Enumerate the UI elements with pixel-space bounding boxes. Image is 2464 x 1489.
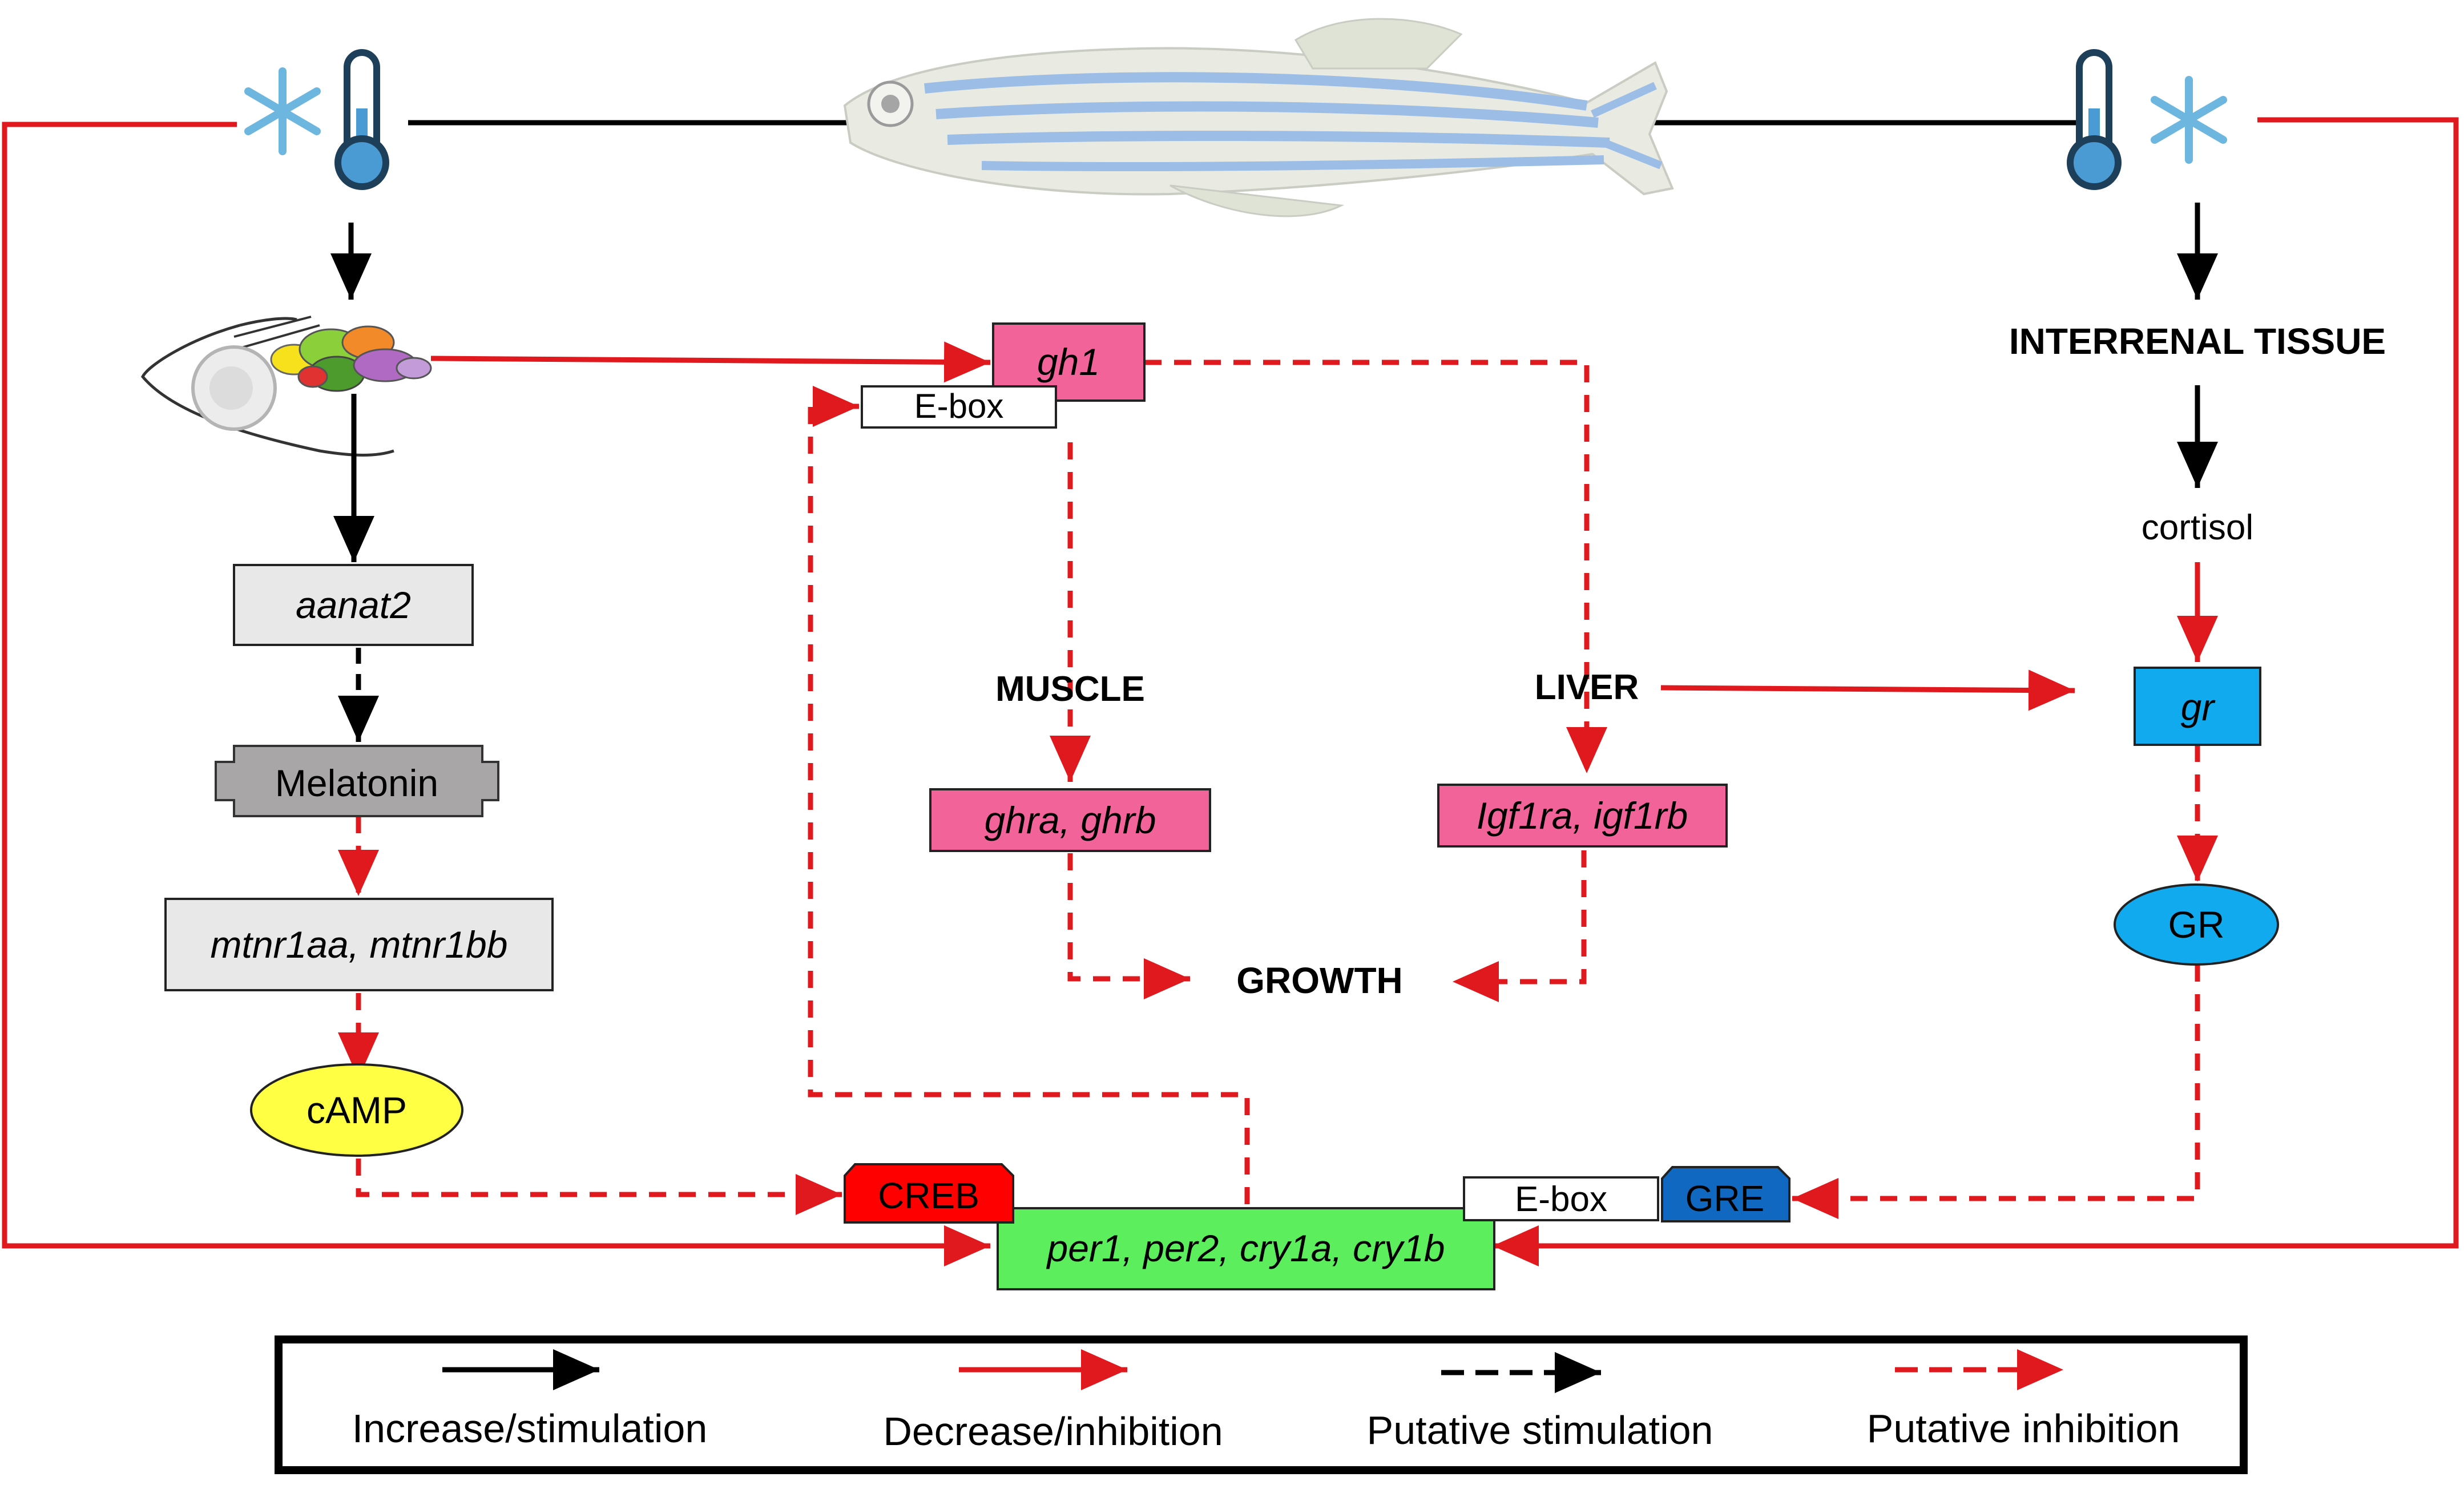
aanat2-node: aanat2 bbox=[233, 564, 474, 646]
legend-putative-inhibition-label: Putative inhibition bbox=[1867, 1406, 2180, 1451]
gh1-label: gh1 bbox=[1037, 341, 1100, 383]
igf1r-label: Igf1ra, igf1rb bbox=[1477, 794, 1688, 837]
camp-node: cAMP bbox=[250, 1063, 463, 1157]
liver-label: LIVER bbox=[1535, 668, 1639, 707]
legend: Increase/stimulation Decrease/inhibition… bbox=[275, 1335, 2248, 1474]
creb-label: CREB bbox=[878, 1175, 979, 1216]
legend-decrease-label: Decrease/inhibition bbox=[883, 1409, 1223, 1454]
creb-node: CREB bbox=[844, 1163, 1014, 1224]
zebrafish-image bbox=[408, 18, 2083, 217]
gr-gene-node: gr bbox=[2134, 667, 2261, 746]
ebox-bottom-label: E-box bbox=[1515, 1180, 1607, 1219]
cold-temperature-icon bbox=[2067, 49, 2227, 190]
cortisol-label: cortisol bbox=[2142, 508, 2253, 547]
putative-inhibition-arrows bbox=[338, 360, 2218, 1219]
ghr-node: ghra, ghrb bbox=[929, 788, 1211, 852]
inhibition-arrows-solid bbox=[2, 117, 2459, 1266]
ghr-label: ghra, ghrb bbox=[985, 799, 1156, 841]
clock-genes-node: per1, per2, cry1a, cry1b bbox=[997, 1207, 1495, 1290]
stimulation-arrows-solid bbox=[330, 203, 2218, 562]
gr-gene-label: gr bbox=[2181, 686, 2216, 728]
ebox-bottom-node: E-box bbox=[1463, 1176, 1659, 1221]
aanat2-label: aanat2 bbox=[296, 584, 411, 626]
gre-node: GRE bbox=[1661, 1166, 1790, 1222]
legend-putative-stimulation-label: Putative stimulation bbox=[1367, 1408, 1713, 1452]
interrenal-tissue-label: INTERRENAL TISSUE bbox=[2009, 321, 2386, 362]
melatonin-label: Melatonin bbox=[275, 762, 438, 804]
gre-label: GRE bbox=[1685, 1178, 1765, 1219]
camp-label: cAMP bbox=[307, 1089, 407, 1131]
clock-genes-label: per1, per2, cry1a, cry1b bbox=[1046, 1227, 1445, 1269]
fish-head-brain-icon bbox=[141, 316, 432, 457]
igf1r-node: Igf1ra, igf1rb bbox=[1437, 784, 1728, 848]
muscle-label: MUSCLE bbox=[995, 669, 1145, 709]
gr-protein-node: GR bbox=[2114, 883, 2279, 966]
cold-temperature-icon bbox=[244, 49, 389, 190]
melatonin-node: Melatonin bbox=[215, 745, 499, 817]
ebox-top-node: E-box bbox=[861, 385, 1057, 429]
growth-label: GROWTH bbox=[1236, 960, 1403, 1001]
legend-increase-label: Increase/stimulation bbox=[352, 1406, 708, 1451]
mtnr-node: mtnr1aa, mtnr1bb bbox=[164, 898, 554, 991]
gr-protein-label: GR bbox=[2168, 903, 2225, 946]
ebox-top-label: E-box bbox=[914, 387, 1004, 425]
mtnr-label: mtnr1aa, mtnr1bb bbox=[211, 923, 508, 966]
